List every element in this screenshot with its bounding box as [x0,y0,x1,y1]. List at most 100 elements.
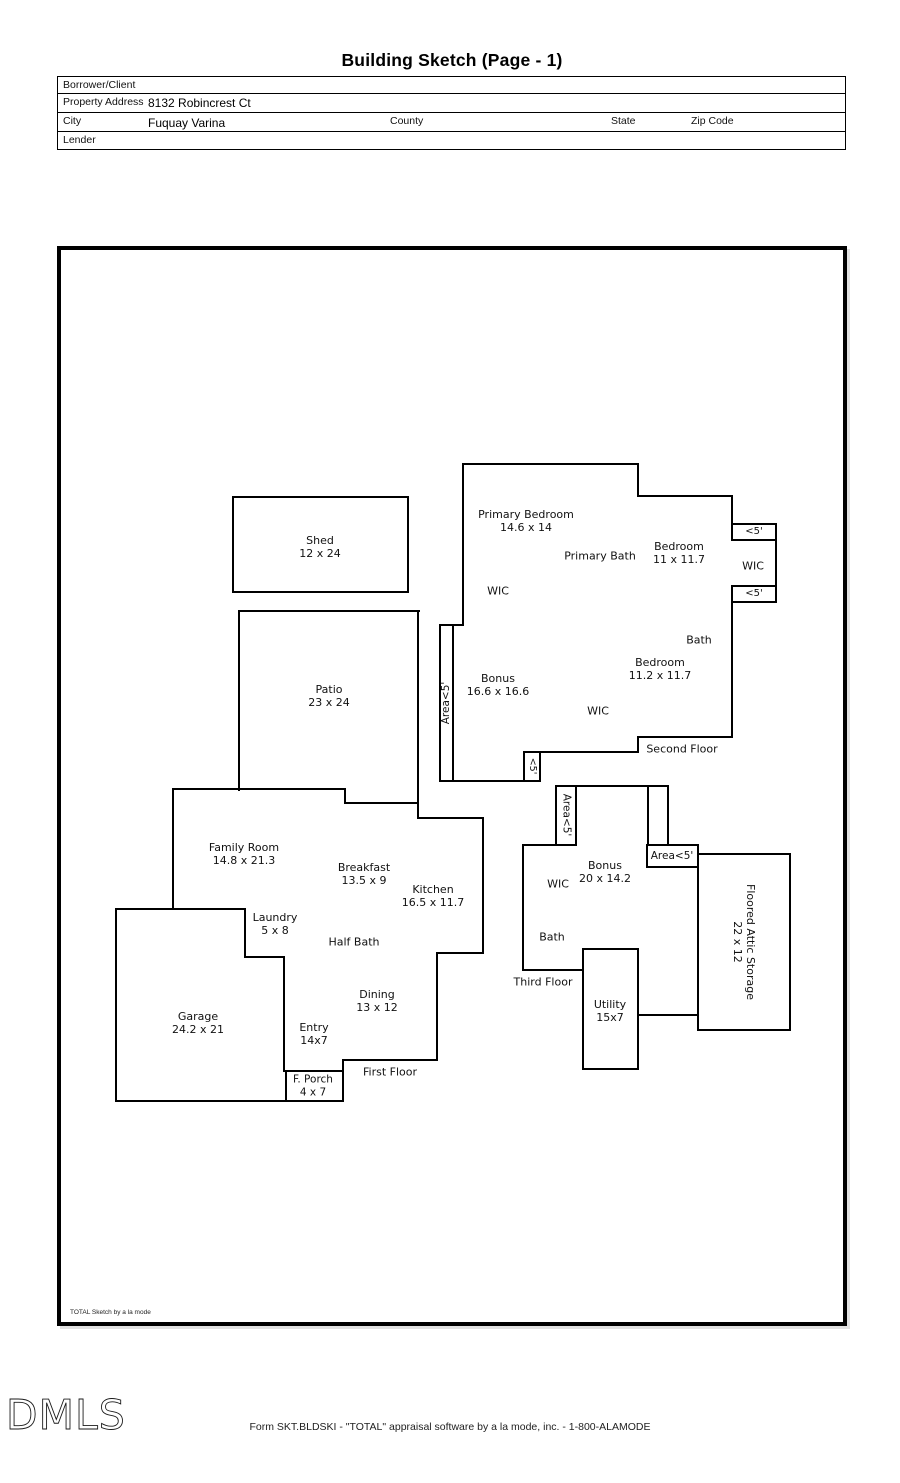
room-dims: 14.8 x 21.3 [212,854,276,867]
room-label-second-floor: Second Floor [646,743,717,756]
wall-segment [637,495,733,497]
wall-segment [731,495,733,525]
room-name: Floored Attic Storage [744,884,757,1000]
room-label-lt5-bottom: <5' [745,588,763,600]
table-row-city: City Fuquay Varina County State Zip Code [58,113,845,132]
room-label-area-lt5-3f-h: Area<5' [651,850,694,863]
dmls-logo-text: DMLS [6,1391,126,1439]
wall-segment [522,969,584,971]
room-dims: 15x7 [596,1011,624,1024]
room-name: Kitchen [412,883,454,896]
room-label-wic3: WIC [547,878,569,891]
wall-segment [637,1014,699,1016]
room-name: Bath [686,633,712,647]
state-label: State [611,115,636,127]
room-name: Breakfast [337,861,391,874]
room-label-primary-bath: Primary Bath [564,550,636,563]
wall-segment [439,624,464,626]
room-name: Second Floor [646,742,718,756]
wall-segment [436,952,484,954]
zip-code-label: Zip Code [691,115,734,127]
room-label-half-bath: Half Bath [328,936,379,949]
room-label-third-floor: Third Floor [514,976,573,989]
wall-segment [417,610,419,819]
table-row-borrower: Borrower/Client [58,77,845,94]
room-label-lt5-top: <5' [745,526,763,538]
sketch-attribution-note: TOTAL Sketch by a la mode [70,1309,151,1316]
room-name: Garage [177,1010,219,1023]
room-name: Bonus [481,672,515,685]
room-name: Patio [315,683,343,696]
property-address-value: 8132 Robincrest Ct [148,96,251,110]
wall-segment [344,788,346,804]
room-name: Primary Bedroom [478,508,574,521]
room-name: Primary Bath [564,549,636,563]
wall-segment [522,844,524,971]
room-name: Shed [306,534,334,547]
wall-segment [342,1059,438,1061]
wall-segment [238,610,420,612]
room-label-bath3: Bath [539,931,565,944]
property-info-table: Borrower/Client Property Address 8132 Ro… [57,76,846,150]
table-row-address: Property Address 8132 Robincrest Ct [58,94,845,113]
room-label-wic-left: WIC [487,585,509,598]
wall-segment [238,610,240,791]
room-name: Bath [539,930,565,944]
room-name: Bonus [588,859,622,872]
wall-segment [439,780,541,782]
lender-label: Lender [63,134,96,146]
wall-segment [637,736,639,753]
room-label-wic-bonus: WIC [587,705,609,718]
room-label-area-lt5-2f: Area<5' [440,682,453,725]
room-name: Bedroom [654,540,704,553]
room-name: Laundry [252,911,298,924]
utility-outline [582,948,639,1070]
room-dims: 11 x 11.7 [653,553,705,566]
wall-segment [417,817,484,819]
wall-segment [523,751,639,753]
wall-segment [452,624,454,782]
room-name: <5' [526,757,538,775]
room-name: <5' [745,526,763,537]
room-label-wic-right: WIC [742,560,764,573]
room-dims: 23 x 24 [308,696,350,709]
county-label: County [390,115,424,127]
room-name: <5' [745,588,763,599]
room-dims: 22 x 12 [731,921,744,963]
room-name: Entry [299,1021,329,1034]
wall-segment [539,751,541,782]
wall-segment [172,788,174,910]
room-dims: 5 x 8 [261,924,289,937]
room-label-area-lt5-3f: Area<5' [560,793,573,837]
wall-segment [115,1100,344,1102]
wall-segment [637,736,733,738]
room-name: Half Bath [328,935,380,949]
lt5-bottom-box [731,585,777,603]
room-dims: 4 x 7 [299,1086,327,1098]
room-dims: 11.2 x 11.7 [628,669,692,682]
room-name: Area<5' [560,793,573,837]
room-name: Bedroom [635,656,685,669]
room-name: First Floor [362,1065,418,1079]
wall-segment [482,817,484,954]
room-name: WIC [742,559,764,573]
wall-segment [244,908,246,958]
city-value: Fuquay Varina [148,116,226,130]
dmls-logo: DMLS [4,1390,139,1447]
room-dims: 13.5 x 9 [341,874,387,887]
room-label-first-floor: First Floor [363,1066,417,1079]
room-name: WIC [587,704,609,718]
wall-segment [344,802,419,804]
room-name: F. Porch [293,1073,333,1086]
wall-segment [575,785,669,787]
